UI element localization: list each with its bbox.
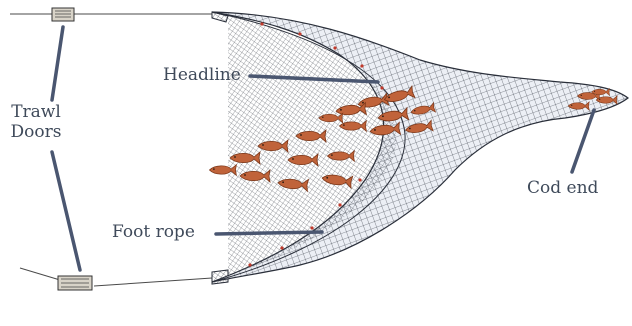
leader-lines xyxy=(50,25,596,272)
trawl-leader-top xyxy=(50,25,65,102)
net-wings xyxy=(211,11,229,285)
trawl-door-bottom xyxy=(57,275,93,291)
trawl-leader-bottom xyxy=(50,150,82,272)
trawl-doors-label-line1: Trawl xyxy=(11,102,61,122)
headline-leader xyxy=(248,74,380,84)
footrope-weights xyxy=(248,178,362,267)
footrope-leader xyxy=(214,230,324,236)
cod-end-label: Cod end xyxy=(527,178,599,198)
headline-label: Headline xyxy=(163,65,241,85)
trawl-doors-label-line2: Doors xyxy=(10,122,62,143)
codend-leader xyxy=(570,108,596,174)
trawl-doors-label: Trawl Doors xyxy=(10,102,62,143)
warp-lines xyxy=(10,13,213,287)
trawl-door-top xyxy=(51,7,75,22)
headline-floats xyxy=(260,22,384,90)
foot-rope-label: Foot rope xyxy=(112,222,195,242)
